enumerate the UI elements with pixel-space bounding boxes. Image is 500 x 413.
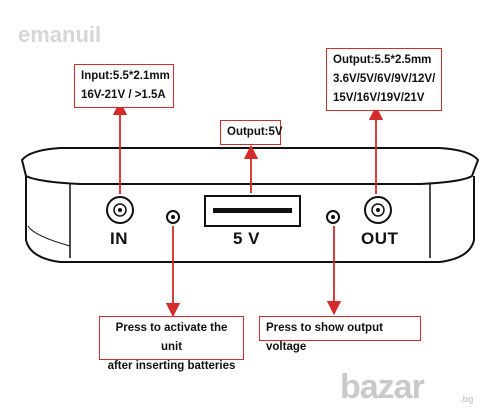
in-port xyxy=(106,196,134,224)
callout-input-line1: Input:5.5*2.1mm xyxy=(81,70,170,82)
callout-activate-line2: after inserting batteries xyxy=(107,360,236,372)
callout-output-usb-line1: Output:5V xyxy=(227,126,283,138)
callout-output-usb: Output:5V xyxy=(220,120,283,145)
callout-activate-line1: Press to activate the unit xyxy=(115,322,228,353)
out-port xyxy=(364,196,392,224)
watermark-top: emanuil xyxy=(18,22,102,47)
usb-label: 5 V xyxy=(233,229,261,248)
usb-port xyxy=(204,195,301,227)
watermark-bazar-suffix: .bg xyxy=(460,394,474,404)
callout-show-voltage: Press to show output voltage xyxy=(259,316,421,353)
show-voltage-button[interactable] xyxy=(326,210,340,224)
watermark-bazar-logo: bazar xyxy=(340,368,425,406)
callout-output-dc-line2: 3.6V/5V/6V/9V/12V/ xyxy=(333,73,436,85)
callout-output-dc: Output:5.5*2.5mm 3.6V/5V/6V/9V/12V/ 15V/… xyxy=(326,48,442,111)
callout-activate: Press to activate the unit after inserti… xyxy=(99,316,244,372)
activate-button[interactable] xyxy=(166,210,180,224)
callout-input: Input:5.5*2.1mm 16V-21V / >1.5A xyxy=(74,64,174,108)
callout-show-voltage-line1: Press to show output voltage xyxy=(266,322,383,353)
callout-output-dc-line1: Output:5.5*2.5mm xyxy=(333,54,432,66)
in-label: IN xyxy=(110,229,128,248)
device-body xyxy=(20,147,480,263)
callout-output-dc-line3: 15V/16V/19V/21V xyxy=(333,92,425,104)
out-label: OUT xyxy=(361,229,399,248)
callout-input-line2: 16V-21V / >1.5A xyxy=(81,89,166,101)
